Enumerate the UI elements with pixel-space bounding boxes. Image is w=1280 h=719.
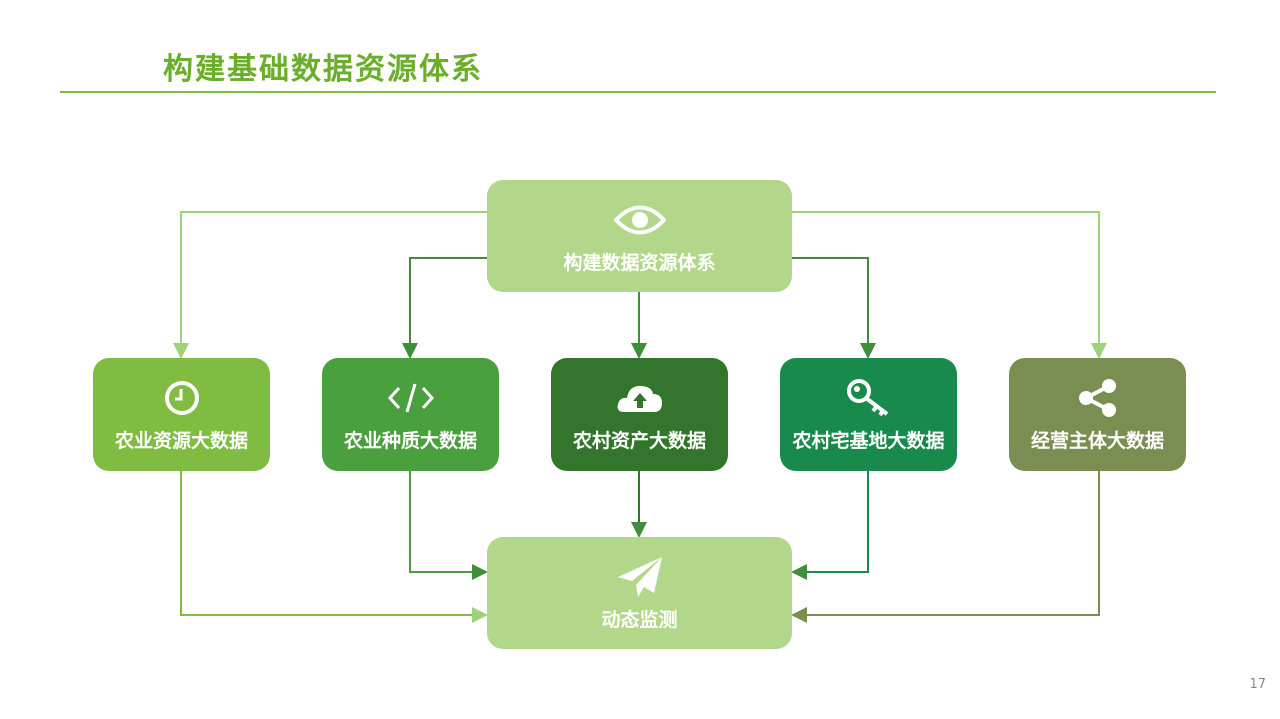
category-box-homestead: 农村宅基地大数据 xyxy=(780,358,957,471)
category-box-rural-assets: 农村资产大数据 xyxy=(551,358,728,471)
connector xyxy=(791,471,1100,623)
page-number: 17 xyxy=(1249,677,1266,692)
category-label: 农村宅基地大数据 xyxy=(792,430,945,452)
paper-plane-icon xyxy=(616,555,664,599)
eye-icon xyxy=(613,198,666,242)
page-title: 构建基础数据资源体系 xyxy=(163,52,483,87)
clock-icon xyxy=(164,376,200,420)
code-icon xyxy=(387,376,435,420)
connector xyxy=(402,257,487,359)
connector xyxy=(173,211,487,359)
top-box-label: 构建数据资源体系 xyxy=(563,251,716,274)
title-divider xyxy=(60,91,1216,93)
category-label: 农业资源大数据 xyxy=(114,430,248,452)
category-box-germplasm: 农业种质大数据 xyxy=(322,358,499,471)
key-icon xyxy=(845,376,893,420)
category-box-agri-resources: 农业资源大数据 xyxy=(93,358,270,471)
connector xyxy=(791,471,869,580)
connector xyxy=(792,257,876,359)
category-label: 经营主体大数据 xyxy=(1030,430,1164,452)
connector xyxy=(409,471,488,580)
category-box-business-entities: 经营主体大数据 xyxy=(1009,358,1186,471)
bottom-box-label: 动态监测 xyxy=(601,608,678,631)
connector xyxy=(180,471,488,623)
share-icon xyxy=(1076,376,1120,420)
cloud-upload-icon xyxy=(616,376,664,420)
top-box: 构建数据资源体系 xyxy=(487,180,792,292)
connector xyxy=(792,211,1107,359)
category-label: 农业种质大数据 xyxy=(343,430,477,452)
category-label: 农村资产大数据 xyxy=(572,430,706,452)
bottom-box: 动态监测 xyxy=(487,537,792,649)
